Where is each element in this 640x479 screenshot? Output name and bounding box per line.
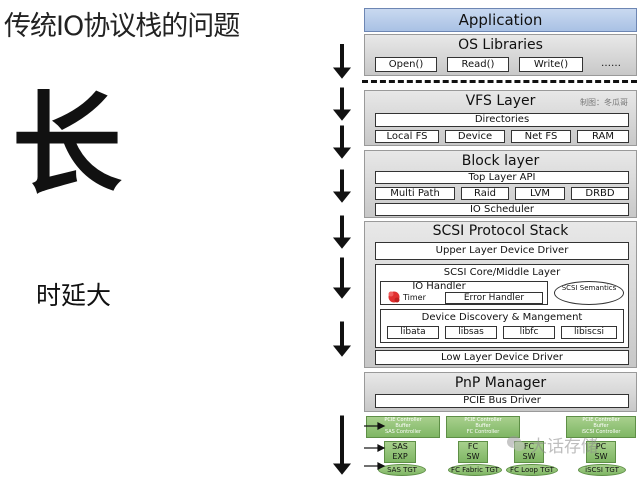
pc-label: PC xyxy=(595,442,607,451)
down-arrow-icon xyxy=(332,169,352,203)
ellipsis: …… xyxy=(601,58,621,69)
down-arrow-icon xyxy=(332,215,352,249)
timer-label: Timer xyxy=(403,293,426,302)
top-layer-api-box: Top Layer API xyxy=(375,171,629,184)
libsas-box: libsas xyxy=(445,326,497,339)
error-handler-box: Error Handler xyxy=(445,292,543,304)
down-arrow-icon xyxy=(332,87,352,121)
pnp-manager-layer: PnP Manager PCIE Bus Driver xyxy=(364,372,637,412)
scsi-title: SCSI Protocol Stack xyxy=(432,223,569,239)
watermark-logo: 大话存储 xyxy=(506,432,616,457)
latency-caption: 时延大 xyxy=(36,281,112,310)
io-handler-box: IO Handler Timer Error Handler xyxy=(380,281,548,305)
down-arrow-icon xyxy=(332,257,352,299)
low-layer-driver-box: Low Layer Device Driver xyxy=(375,350,629,365)
os-libraries-layer: OS Libraries Open() Read() Write() …… xyxy=(364,34,637,76)
libiscsi-box: libiscsi xyxy=(561,326,617,339)
slide-title: 传统IO协议栈的问题 xyxy=(4,11,240,42)
application-layer: Application xyxy=(364,8,637,32)
upper-layer-driver-box: Upper Layer Device Driver xyxy=(375,242,629,260)
fc-switch-box: FC SW xyxy=(458,441,488,463)
directories-box: Directories xyxy=(375,113,629,127)
controller-line: PCIE Controller xyxy=(582,417,620,423)
controller-line: Buffer xyxy=(395,423,411,429)
libata-box: libata xyxy=(387,326,439,339)
net-fs-box: Net FS xyxy=(511,130,571,143)
controller-line: PCIE Controller xyxy=(384,417,422,423)
controller-line: FC Controller xyxy=(466,429,500,435)
controller-line: iSCSI Controller xyxy=(581,429,621,435)
flow-arrows xyxy=(332,44,352,475)
timer-icon xyxy=(387,290,401,304)
io-handler-title: IO Handler xyxy=(412,281,466,292)
watermark-text: 制图：冬瓜哥 xyxy=(580,98,628,107)
big-character: 长 xyxy=(12,80,122,209)
lvm-box: LVM xyxy=(515,187,565,200)
down-arrow-icon xyxy=(332,415,352,475)
pcie-bus-driver-box: PCIE Bus Driver xyxy=(375,394,629,408)
block-title: Block layer xyxy=(461,153,540,169)
vfs-layer: VFS Layer 制图：冬瓜哥 Directories Local FS De… xyxy=(364,90,637,146)
drbd-box: DRBD xyxy=(571,187,629,200)
down-arrow-icon xyxy=(332,125,352,159)
iscsi-switch-box: PC SW xyxy=(586,441,616,463)
os-libraries-title: OS Libraries xyxy=(458,37,543,53)
controller-line: Buffer xyxy=(475,423,491,429)
controller-line: SAS Controller xyxy=(384,429,422,435)
pnp-title: PnP Manager xyxy=(454,375,547,391)
hw-connector-arrows xyxy=(364,422,386,470)
libfc-box: libfc xyxy=(503,326,555,339)
device-box: Device xyxy=(445,130,505,143)
scsi-core-title: SCSI Core/Middle Layer xyxy=(443,267,561,278)
scsi-stack-layer: SCSI Protocol Stack Upper Layer Device D… xyxy=(364,221,637,368)
device-discovery-box: Device Discovery & Mangement libata libs… xyxy=(380,309,624,343)
sw-label: SW xyxy=(466,452,480,461)
multipath-box: Multi Path xyxy=(375,187,455,200)
controller-line: Buffer xyxy=(593,423,609,429)
down-arrow-icon xyxy=(332,321,352,357)
io-scheduler-box: IO Scheduler xyxy=(375,203,629,216)
exp-label: EXP xyxy=(392,452,408,461)
fc-label: FC xyxy=(467,442,479,451)
fc-label: FC xyxy=(523,442,535,451)
write-call: Write() xyxy=(519,57,583,72)
iscsi-target: iSCSI TGT xyxy=(578,464,626,476)
scsi-semantics-ellipse: SCSI Semantics xyxy=(554,281,624,305)
down-arrow-icon xyxy=(332,44,352,79)
open-call: Open() xyxy=(375,57,437,72)
vfs-title: VFS Layer xyxy=(465,93,536,109)
read-call: Read() xyxy=(447,57,509,72)
block-layer: Block layer Top Layer API Multi Path Rai… xyxy=(364,150,637,218)
controller-line: PCIE Controller xyxy=(464,417,502,423)
fc-fabric-target: FC Fabric TGT xyxy=(448,464,502,476)
fc-loop-target: FC Loop TGT xyxy=(506,464,558,476)
local-fs-box: Local FS xyxy=(375,130,439,143)
device-discovery-title: Device Discovery & Mangement xyxy=(421,312,583,323)
raid-box: Raid xyxy=(461,187,509,200)
ram-box: RAM xyxy=(577,130,629,143)
sas-label: SAS xyxy=(392,442,408,451)
iscsi-controller-card: PCIE Controller Buffer iSCSI Controller xyxy=(566,416,636,438)
sas-exp-box: SAS EXP xyxy=(384,441,416,463)
user-kernel-divider xyxy=(362,80,637,83)
scsi-core-box: SCSI Core/Middle Layer IO Handler Timer … xyxy=(375,264,629,348)
sas-controller-card: PCIE Controller Buffer SAS Controller xyxy=(366,416,440,438)
chat-bubble-icon xyxy=(507,436,525,451)
logo-text: 大话存储 xyxy=(530,437,598,457)
fc-controller-card: PCIE Controller Buffer FC Controller xyxy=(446,416,520,438)
sw-label: SW xyxy=(594,452,608,461)
sas-target: SAS TGT xyxy=(378,464,426,476)
sw-label: SW xyxy=(522,452,536,461)
